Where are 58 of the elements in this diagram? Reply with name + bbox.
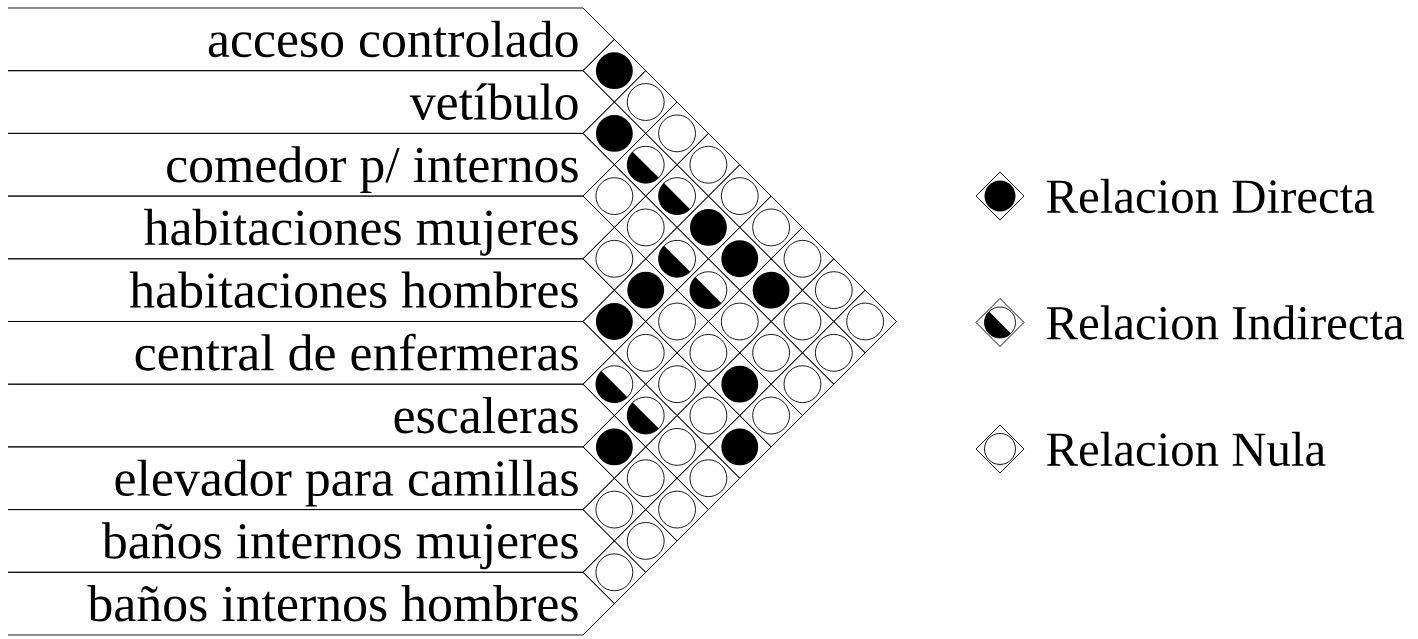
relation-circle [689,396,728,435]
relation-circle [720,177,759,215]
relation-circle [689,333,728,372]
relation-dot [721,365,759,403]
relation-dot [752,271,790,309]
relation-circle [814,271,853,309]
relation-circle [595,490,634,529]
relation-half-circle [658,177,696,215]
relation-half-circle [658,239,696,278]
relation-circle [658,428,696,466]
relation-dot [721,240,759,278]
relation-circle [846,302,885,341]
relation-circle [658,114,696,153]
relation-circle [783,239,822,278]
relation-circle [626,459,665,498]
legend-text: Relacion Nula [1046,431,1326,467]
relation-circle [783,365,822,404]
relation-circle [658,490,696,529]
relation-dot [595,52,633,90]
relation-half-circle [595,365,634,404]
relation-half-circle [689,271,728,309]
legend-text: Relacion Indirecta [1046,305,1405,340]
label-band: vetíbulo [7,70,615,134]
label-band: central de enfermeras [7,321,615,385]
label-band: baños internos mujeres [7,509,615,573]
relation-dot [627,271,665,309]
relation-circle [595,177,634,215]
label-band: comedor p/ internos [7,132,615,197]
relation-circle [658,365,696,404]
label-band: escaleras [7,383,615,448]
relation-dot [721,428,759,466]
legend-text: Relacion Directa [1046,178,1375,214]
label-band: baños internos hombres [7,571,615,636]
relation-circle [689,145,728,184]
relation-half-circle [626,396,665,435]
relation-dot [690,209,727,246]
relation-circle [595,553,634,592]
relation-circle [626,522,665,560]
relation-circle [595,239,634,278]
relation-half-circle [626,145,665,184]
relation-circle [752,208,790,247]
relation-circle [658,302,696,341]
label-band: acceso controlado [7,7,615,72]
relation-circle [689,459,728,498]
relation-circle [626,333,665,372]
label-band: habitaciones mujeres [7,195,615,260]
relation-circle [626,83,665,121]
relation-dot [595,303,633,340]
label-band: habitaciones hombres [7,258,615,322]
relation-circle [814,333,853,372]
relation-dot [595,428,633,466]
relation-circle [720,302,759,341]
relation-circle [752,396,790,435]
relation-circle [626,208,665,247]
label-band: elevador para camillas [7,446,615,511]
relation-dot [595,114,633,152]
relation-circle [752,333,790,372]
relation-circle [783,302,822,341]
